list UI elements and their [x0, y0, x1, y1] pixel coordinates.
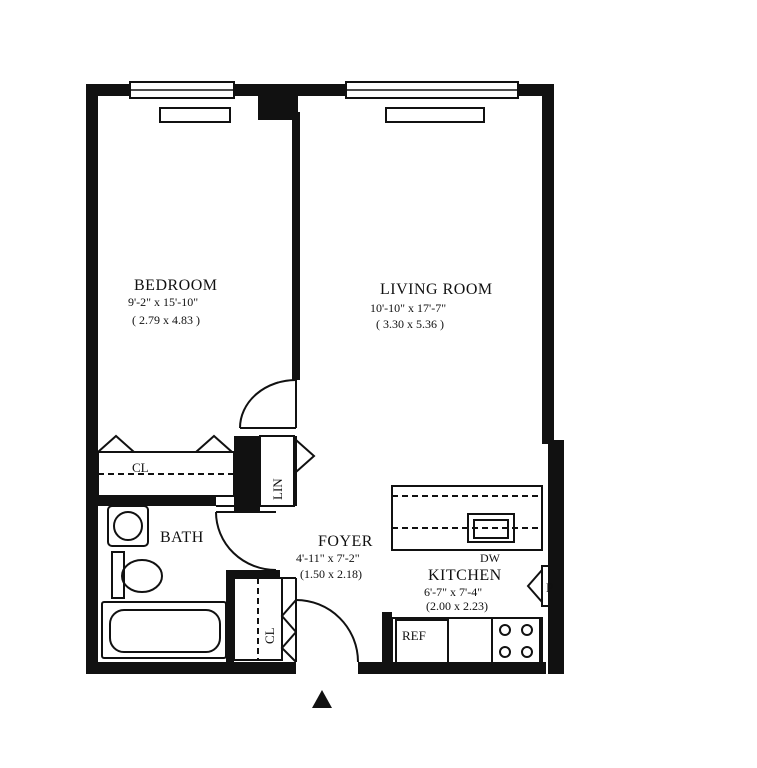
bedroom-door [239, 379, 297, 429]
foyer-closet-label: CL [262, 627, 277, 644]
wall-kitchen-left [382, 612, 392, 672]
entry-arrow-icon [312, 690, 332, 708]
kitchen-dims-imperial: 6'-7" x 7'-4" [424, 585, 482, 599]
entry-door [295, 599, 359, 663]
wall-linen-block [234, 436, 260, 512]
bedroom-closet-label: CL [132, 460, 149, 475]
bedroom-dims-imperial: 9'-2" x 15'-10" [128, 295, 198, 309]
radiator-bedroom [159, 107, 231, 123]
windows [129, 81, 519, 123]
kitchen-dims-metric: (2.00 x 2.23) [426, 599, 488, 613]
wall-bath-top [98, 496, 216, 506]
wall-column [258, 84, 298, 120]
bedroom-name: BEDROOM [134, 277, 218, 294]
foyer-dims-metric: (1.50 x 2.18) [300, 567, 362, 581]
living-room-dims-metric: ( 3.30 x 5.36 ) [376, 317, 444, 331]
kitchen-fixtures [391, 485, 563, 665]
dishwasher-label: DW [480, 551, 501, 565]
bedroom-dims-metric: ( 2.79 x 4.83 ) [132, 313, 200, 327]
foyer-name: FOYER [318, 533, 373, 550]
kitchen-name: KITCHEN [428, 567, 502, 584]
wall-bath-right [226, 570, 234, 662]
bath-name: BATH [160, 529, 204, 546]
linen-closet [259, 435, 316, 507]
wall-right-upper [542, 84, 554, 444]
wall-bottom-left [86, 662, 296, 674]
bedroom-closet [97, 434, 235, 497]
wall-top-1 [86, 84, 130, 96]
foyer-dims-imperial: 4'-11" x 7'-2" [296, 551, 360, 565]
living-room-name: LIVING ROOM [380, 281, 493, 298]
wall-left [86, 84, 98, 674]
refrigerator-label: REF [402, 628, 426, 643]
wall-closet-top [226, 570, 280, 578]
foyer-closet [233, 577, 297, 663]
radiator-living [385, 107, 485, 123]
pantry-label: P [546, 580, 553, 595]
linen-label: LIN [270, 478, 285, 500]
bath-fixtures [101, 505, 277, 659]
wall-bedroom-living [292, 112, 300, 380]
living-room-dims-imperial: 10'-10" x 17'-7" [370, 301, 446, 315]
walls [86, 84, 564, 674]
wall-right-lower [548, 440, 564, 674]
